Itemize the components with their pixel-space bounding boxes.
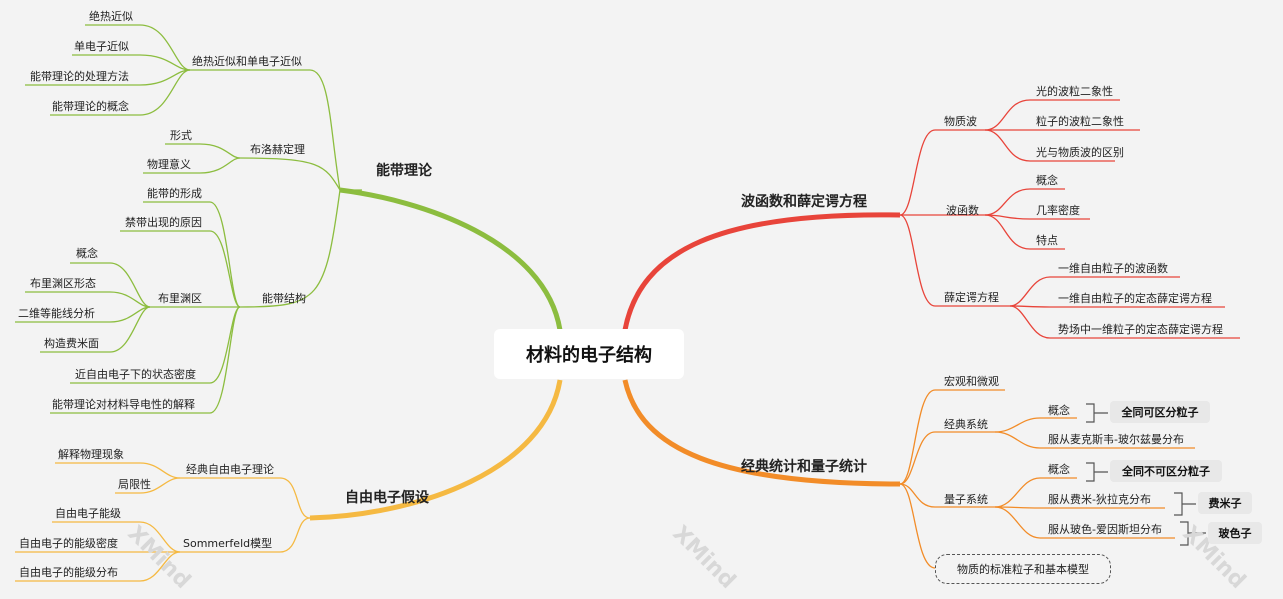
leaf[interactable]: 自由电子的能级分布 xyxy=(19,566,118,579)
subtopic-hongguan[interactable]: 宏观和微观 xyxy=(944,375,999,388)
leaf[interactable]: 二维等能线分析 xyxy=(18,307,95,320)
summary-chip[interactable]: 全同可区分粒子 xyxy=(1110,401,1210,423)
root-topic[interactable]: 材料的电子结构 xyxy=(494,329,684,379)
subtopic-brillouin[interactable]: 布里渊区 xyxy=(158,292,202,305)
leaf[interactable]: 服从玻色-爱因斯坦分布 xyxy=(1048,523,1162,536)
leaf[interactable]: 几率密度 xyxy=(1036,204,1080,217)
leaf[interactable]: 物理意义 xyxy=(147,158,191,171)
leaf[interactable]: 能带理论的概念 xyxy=(52,100,129,113)
leaf[interactable]: 粒子的波粒二象性 xyxy=(1036,115,1124,128)
leaf[interactable]: 布里渊区形态 xyxy=(30,277,96,290)
leaf[interactable]: 势场中一维粒子的定态薛定谔方程 xyxy=(1058,323,1223,336)
leaf[interactable]: 能带理论对材料导电性的解释 xyxy=(52,398,195,411)
leaf[interactable]: 单电子近似 xyxy=(74,40,129,53)
leaf[interactable]: 服从费米-狄拉克分布 xyxy=(1048,493,1151,506)
summary-chip[interactable]: 全同不可区分粒子 xyxy=(1110,460,1222,482)
leaf[interactable]: 特点 xyxy=(1036,234,1058,247)
leaf[interactable]: 光与物质波的区别 xyxy=(1036,146,1124,159)
subtopic-juere[interactable]: 绝热近似和单电子近似 xyxy=(192,55,302,68)
leaf[interactable]: 一维自由粒子的定态薛定谔方程 xyxy=(1058,292,1212,305)
leaf[interactable]: 近自由电子下的状态密度 xyxy=(75,368,196,381)
leaf[interactable]: 构造费米面 xyxy=(44,337,99,350)
summary-chip[interactable]: 玻色子 xyxy=(1208,522,1262,544)
leaf[interactable]: 能带的形成 xyxy=(147,187,202,200)
topic-bohan[interactable]: 波函数和薛定谔方程 xyxy=(741,194,867,210)
leaf[interactable]: 能带理论的处理方法 xyxy=(30,70,129,83)
subtopic-biaozhun-lizi[interactable]: 物质的标准粒子和基本模型 xyxy=(935,554,1111,584)
subtopic-jingdian-ziyou[interactable]: 经典自由电子理论 xyxy=(186,463,274,476)
leaf[interactable]: 概念 xyxy=(1048,404,1070,417)
leaf[interactable]: 局限性 xyxy=(118,478,151,491)
leaf[interactable]: 绝热近似 xyxy=(89,10,133,23)
leaf[interactable]: 概念 xyxy=(76,247,98,260)
leaf[interactable]: 概念 xyxy=(1036,174,1058,187)
leaf[interactable]: 光的波粒二象性 xyxy=(1036,85,1113,98)
leaf[interactable]: 自由电子的能级密度 xyxy=(19,537,118,550)
summary-chip[interactable]: 费米子 xyxy=(1198,492,1252,514)
leaf[interactable]: 概念 xyxy=(1048,463,1070,476)
subtopic-buluohe[interactable]: 布洛赫定理 xyxy=(250,143,305,156)
leaf[interactable]: 形式 xyxy=(170,129,192,142)
topic-tongji[interactable]: 经典统计和量子统计 xyxy=(741,459,867,475)
topic-ziyou[interactable]: 自由电子假设 xyxy=(345,490,429,506)
topic-nengdai[interactable]: 能带理论 xyxy=(376,163,432,179)
subtopic-sommerfeld[interactable]: Sommerfeld模型 xyxy=(183,537,273,550)
subtopic-bohanshu[interactable]: 波函数 xyxy=(946,204,979,217)
leaf[interactable]: 服从麦克斯韦-玻尔兹曼分布 xyxy=(1048,433,1184,446)
subtopic-nengdai-jiegou[interactable]: 能带结构 xyxy=(262,292,306,305)
leaf[interactable]: 解释物理现象 xyxy=(58,448,124,461)
leaf[interactable]: 禁带出现的原因 xyxy=(125,216,202,229)
subtopic-liangzi-xitong[interactable]: 量子系统 xyxy=(944,493,988,506)
leaf[interactable]: 自由电子能级 xyxy=(55,507,121,520)
subtopic-xuedinge[interactable]: 薛定谔方程 xyxy=(944,291,999,304)
subtopic-wuzhibo[interactable]: 物质波 xyxy=(944,115,977,128)
leaf[interactable]: 一维自由粒子的波函数 xyxy=(1058,262,1168,275)
subtopic-jingdian-xitong[interactable]: 经典系统 xyxy=(944,418,988,431)
